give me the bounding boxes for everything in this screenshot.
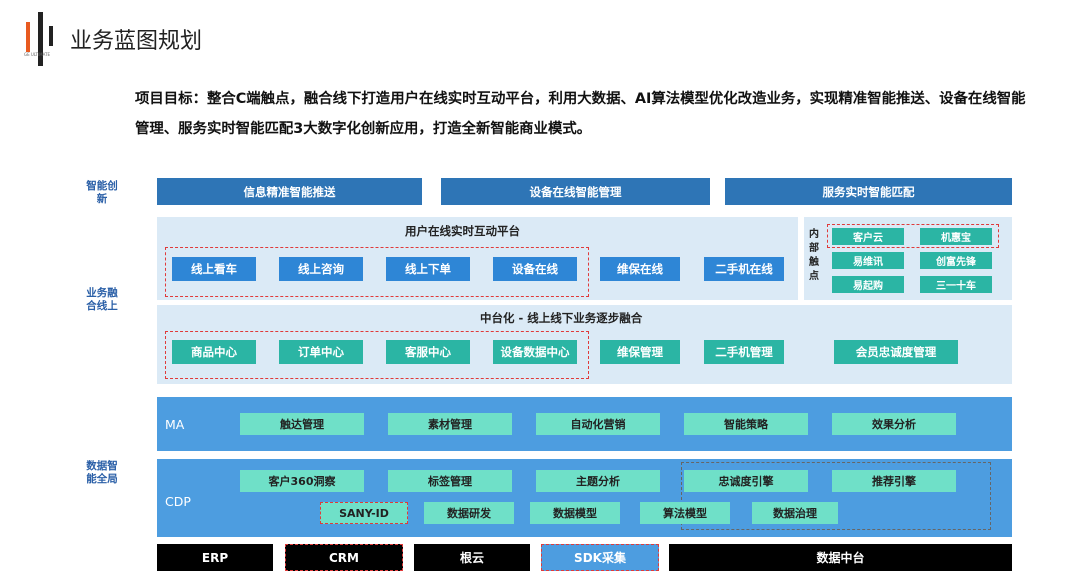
innovation-push: 信息精准智能推送	[157, 178, 422, 205]
middle-item: 订单中心	[279, 340, 363, 364]
category-smart-innovation: 智能创新	[86, 180, 118, 205]
platform-item: 线上咨询	[279, 257, 363, 281]
middle-dashed-group	[165, 331, 589, 379]
platform-item: 线上看车	[172, 257, 256, 281]
cdp-item: 数据研发	[424, 502, 514, 524]
cdp-label: CDP	[165, 494, 191, 509]
page-title: 业务蓝图规划	[70, 29, 203, 54]
platform-item: 二手机在线	[704, 257, 784, 281]
internal-item: 三一十车	[920, 276, 992, 293]
internal-item: 创富先锋	[920, 252, 992, 269]
system-erp: ERP	[157, 544, 273, 571]
project-goal: 项目目标：整合C端触点，融合线下打造用户在线实时互动平台，利用大数据、AI算法模…	[135, 91, 1026, 137]
cdp-item: 主题分析	[536, 470, 660, 492]
platform-item: 线上下单	[386, 257, 470, 281]
ma-item: 自动化营销	[536, 413, 660, 435]
middle-title: 中台化 - 线上线下业务逐步融合	[480, 311, 643, 325]
category-business-online: 业务融合线上	[86, 287, 118, 312]
platform-title: 用户在线实时互动平台	[405, 224, 520, 238]
cdp-dashed-group	[681, 462, 991, 530]
platform-dashed-group	[165, 247, 589, 297]
middle-item: 二手机管理	[704, 340, 784, 364]
system-sdk: SDK采集	[541, 544, 659, 571]
cdp-item: 客户360洞察	[240, 470, 364, 492]
middle-item: 商品中心	[172, 340, 256, 364]
internal-item: 机惠宝	[920, 228, 992, 245]
logo-text: GE ULTIMATE	[24, 52, 50, 57]
middle-item: 维保管理	[600, 340, 680, 364]
internal-item: 易起购	[832, 276, 904, 293]
ma-item: 智能策略	[684, 413, 808, 435]
system-crm: CRM	[285, 544, 403, 571]
platform-item: 设备在线	[493, 257, 577, 281]
system-data-platform: 数据中台	[669, 544, 1012, 571]
cdp-item: 推荐引擎	[832, 470, 956, 492]
middle-item: 客服中心	[386, 340, 470, 364]
cdp-item: 标签管理	[388, 470, 512, 492]
cdp-item: SANY-ID	[320, 502, 408, 524]
company-logo: GE ULTIMATE	[24, 12, 60, 68]
internal-item: 易维讯	[832, 252, 904, 269]
system-root-cloud: 根云	[414, 544, 530, 571]
platform-item: 维保在线	[600, 257, 680, 281]
cdp-item: 忠诚度引擎	[684, 470, 808, 492]
internal-item: 客户云	[832, 228, 904, 245]
cdp-item: 算法模型	[640, 502, 730, 524]
middle-item: 设备数据中心	[493, 340, 577, 364]
cdp-item: 数据治理	[752, 502, 838, 524]
internal-dashed-group	[827, 224, 999, 248]
category-data-global: 数据智能全局	[86, 460, 118, 485]
ma-label: MA	[165, 417, 185, 432]
ma-item: 效果分析	[832, 413, 956, 435]
innovation-device: 设备在线智能管理	[441, 178, 710, 205]
ma-item: 触达管理	[240, 413, 364, 435]
middle-item: 会员忠诚度管理	[834, 340, 958, 364]
internal-label: 内部触点	[809, 229, 819, 282]
platform-panel	[157, 217, 798, 300]
cdp-item: 数据模型	[530, 502, 620, 524]
ma-item: 素材管理	[388, 413, 512, 435]
innovation-service: 服务实时智能匹配	[725, 178, 1012, 205]
